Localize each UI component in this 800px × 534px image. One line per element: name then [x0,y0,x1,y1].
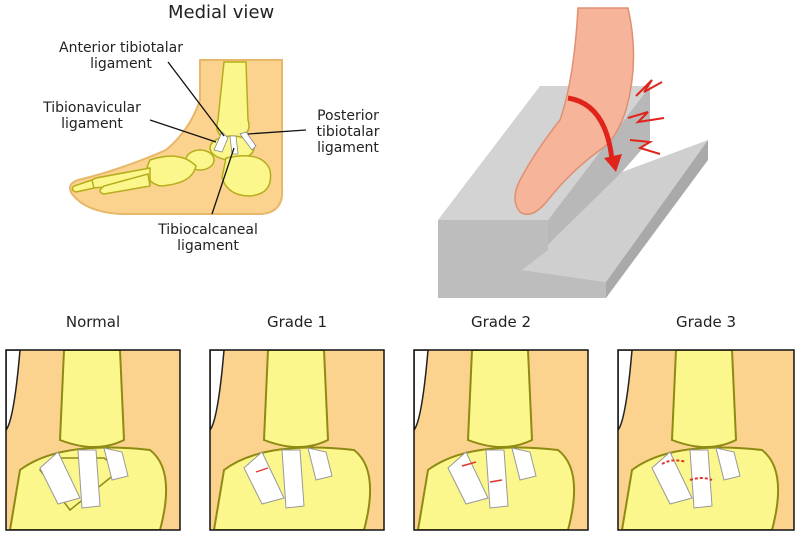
label-posterior-tibiotalar-line-3: ligament [317,140,379,156]
leader-lines [149,61,307,215]
grade-label-3: Grade 3 [675,313,737,331]
step-right-side [606,140,708,298]
calcaneus-bone [221,155,272,197]
medial-ligaments [213,131,257,155]
toe-bones [71,179,95,193]
grade-label-normal: Normal [65,313,121,331]
panel-grade-2 [414,350,588,530]
grade-label-1: Grade 1 [266,313,328,331]
label-anterior-tibiotalar: Anterior tibiotalar ligament [40,40,202,72]
twist-arrowhead [604,154,622,172]
tear-grade-3 [661,459,713,481]
leader-anterior-tibiotalar [167,61,225,137]
panel-grade-3 [618,350,794,530]
leader-tibionavicular [149,119,217,143]
panel-grade-2-frame [413,349,589,531]
label-tibiocalcaneal-line-2: ligament [177,238,239,254]
label-tibiocalcaneal: Tibiocalcaneal ligament [146,222,270,254]
label-tibionavicular-line-1: Tibionavicular [43,100,141,116]
pain-mark-2 [627,111,665,124]
label-anterior-tibiotalar-line-2: ligament [90,56,152,72]
label-anterior-tibiotalar-line-1: Anterior tibiotalar [59,40,183,56]
label-tibiocalcaneal-line-1: Tibiocalcaneal [158,222,258,238]
medial-view-foot [69,59,284,215]
panel-normal [6,350,180,530]
label-tibionavicular-line-2: ligament [61,116,123,132]
leader-tibiocalcaneal [211,147,235,215]
tear-grade-1 [255,467,269,473]
label-posterior-tibiotalar-line-1: Posterior [317,108,379,124]
step-lower-top [522,140,708,282]
label-posterior-tibiotalar: Posterior tibiotalar ligament [306,108,390,156]
step-injury-illustration [438,7,708,298]
tear-grade-2 [461,461,503,483]
label-posterior-tibiotalar-line-2: tibiotalar [316,124,380,140]
metatarsal-bones-2 [99,173,151,195]
panel-grade-1 [210,350,384,530]
step-front [438,220,606,298]
pain-mark-3 [629,139,661,155]
panel-grade-1-frame [209,349,385,531]
ligaments-normal [39,447,129,509]
panel-normal-frame [5,349,181,531]
label-tibionavicular: Tibionavicular ligament [30,100,154,132]
grade-label-2: Grade 2 [470,313,532,331]
ligaments-grade-2 [447,447,537,509]
pain-mark-1 [635,79,663,97]
leader-posterior-tibiotalar [247,129,307,135]
ligaments-grade-1 [243,447,333,509]
diagram-title: Medial view [168,2,275,23]
panel-grade-3-frame [617,349,795,531]
twist-arrow [567,95,615,161]
step-riser-upper [548,86,650,250]
injured-foot [514,7,635,215]
